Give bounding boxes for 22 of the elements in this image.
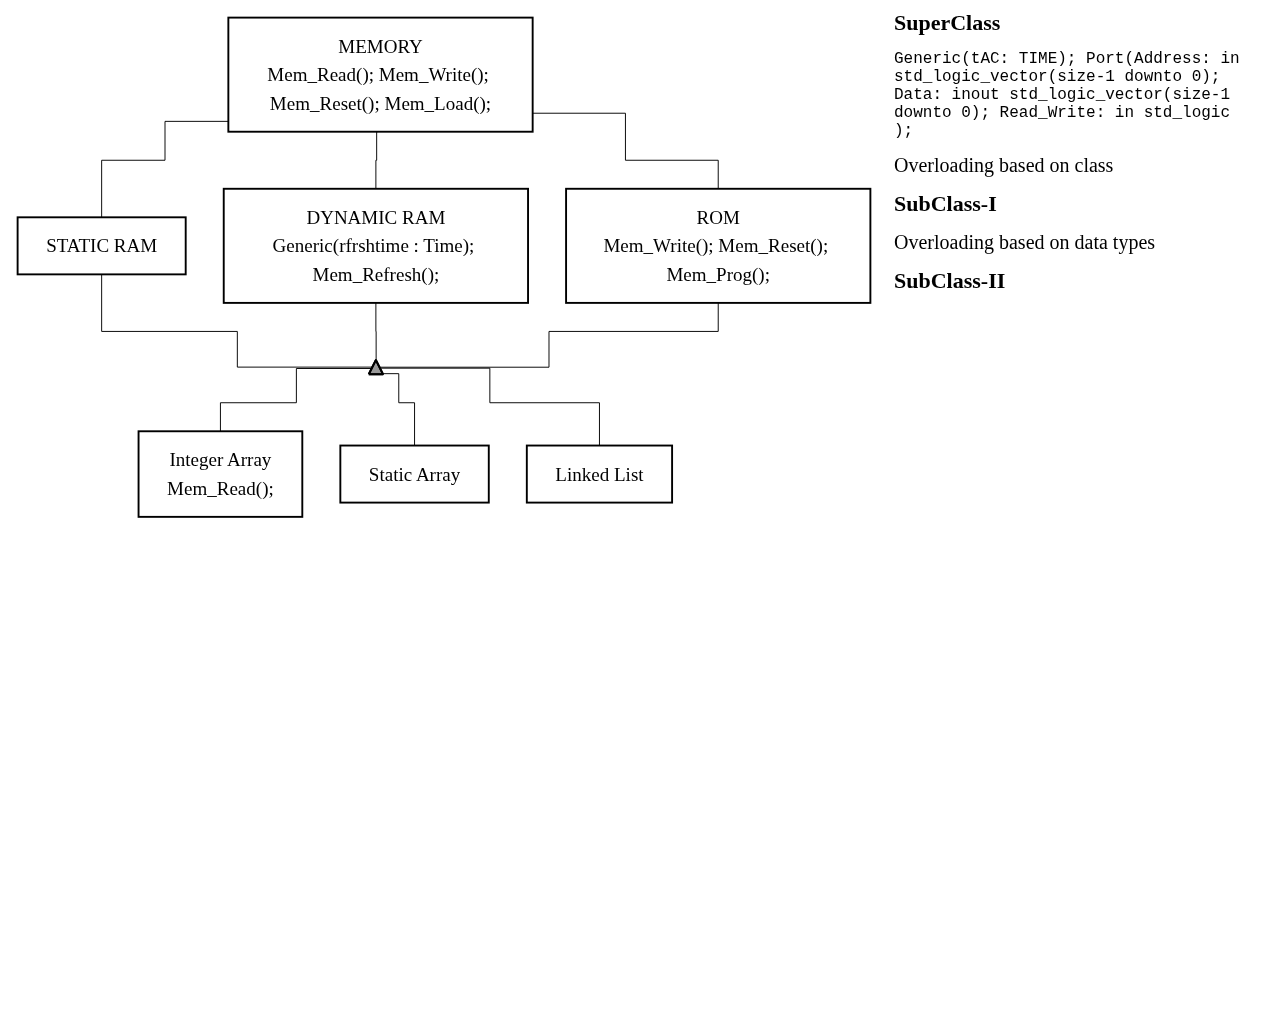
connector	[219, 368, 373, 432]
heading-text: SuperClass	[894, 10, 1002, 36]
connector	[379, 367, 600, 446]
node-box: Integer Array Mem_Read();	[137, 430, 304, 518]
node-box: MEMORY Mem_Read(); Mem_Write(); Mem_Reset(); Mem_Load();	[227, 16, 534, 133]
note-text: Overloading based on data types	[894, 231, 1157, 254]
node-box: DYNAMIC RAM Generic(rfrshtime : Time); Mem_Refresh();	[222, 187, 529, 304]
connector	[375, 131, 378, 190]
note-text: Overloading based on class	[894, 154, 1115, 177]
heading-text: SubClass-I	[894, 191, 998, 217]
connector	[379, 302, 719, 368]
connector	[101, 273, 374, 368]
connector	[101, 120, 229, 218]
node-box: Linked List	[525, 444, 674, 504]
code-text: Generic(tAC: TIME); Port(Address: in std_logic_vector(size-1 downto 0); Data: inout std_logic_vector(size-1 downto 0); Read_Write: in std_logic );	[894, 50, 1241, 140]
node-box: STATIC RAM	[16, 216, 187, 276]
connector	[375, 302, 377, 361]
heading-text: SubClass-II	[894, 268, 1007, 294]
node-box: ROM Mem_Write(); Mem_Reset(); Mem_Prog();	[565, 187, 872, 304]
connector	[382, 373, 416, 446]
node-box: Static Array	[339, 444, 490, 504]
connector	[532, 112, 719, 190]
